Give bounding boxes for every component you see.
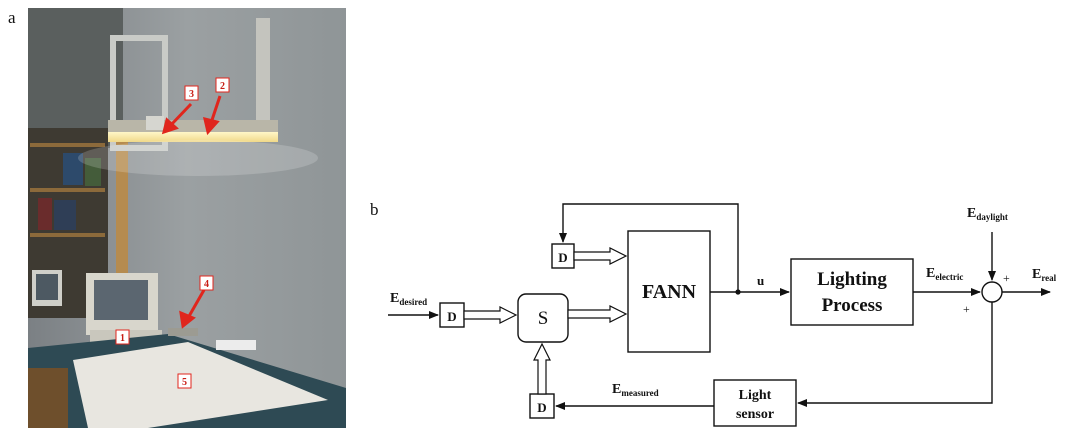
plus-sign-electric: + xyxy=(963,302,970,316)
summing-junction xyxy=(982,282,1002,302)
hollow-arrow-d-to-fann xyxy=(574,248,626,264)
hollow-arrow-s-to-fann xyxy=(568,306,626,322)
e-measured-label: Emeasured xyxy=(612,382,659,398)
hollow-arrow-d-to-s-vertical xyxy=(534,344,550,394)
plus-sign-daylight: + xyxy=(1003,271,1010,285)
delay-label-top: D xyxy=(558,250,567,265)
e-desired-label: Edesired xyxy=(390,291,427,307)
delay-label-feedback: D xyxy=(537,400,546,415)
lighting-process-label-2: Process xyxy=(822,295,883,316)
light-sensor-label-2: sensor xyxy=(736,407,774,422)
lighting-process-label-1: Lighting xyxy=(817,269,887,290)
e-electric-label: Eelectric xyxy=(926,266,963,282)
delay-label-input: D xyxy=(447,309,456,324)
fann-label: FANN xyxy=(642,281,697,303)
summer-label: S xyxy=(538,308,549,329)
e-daylight-label: Edaylight xyxy=(967,206,1008,222)
e-real-label: Ereal xyxy=(1032,267,1057,283)
u-label: u xyxy=(757,273,764,288)
light-sensor-label-1: Light xyxy=(739,388,772,403)
hollow-arrow-d-to-s xyxy=(464,307,516,323)
